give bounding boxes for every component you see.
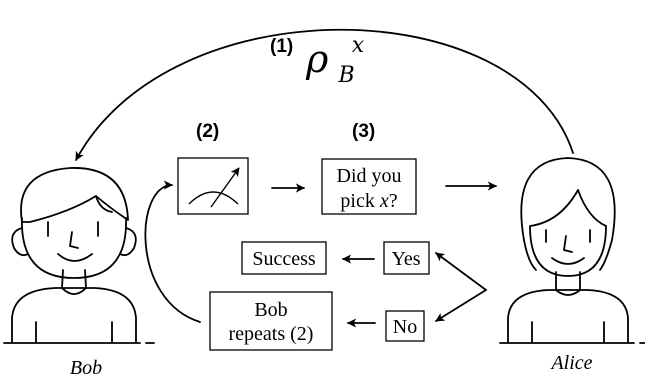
no-label: No (393, 316, 417, 338)
repeat-line1: Bob (254, 299, 287, 321)
yes-box: Yes (383, 241, 430, 275)
success-box: Success (241, 241, 327, 275)
bob-avatar (3, 167, 155, 344)
state-sup: x (352, 33, 365, 58)
repeat-line2: repeats (2) (229, 323, 314, 345)
alice-avatar (499, 157, 645, 344)
success-label: Success (252, 248, 316, 270)
yes-label: Yes (391, 248, 420, 270)
step3-label: (3) (352, 121, 375, 142)
arrow-alice-to-yes (435, 252, 487, 291)
state-sub: B (337, 63, 354, 88)
question-line2: pick x? (340, 190, 397, 212)
alice-name: Alice (549, 352, 592, 374)
question-line1: Did you (337, 165, 402, 187)
arrow-alice-to-bob-state (75, 28, 574, 161)
arrow-alice-to-no (435, 289, 487, 322)
repeat-box: Bob repeats (2) (209, 291, 333, 351)
state-symbol: ρ B x (305, 33, 367, 91)
arrow-repeat-loop (144, 180, 201, 323)
step1-label: (1) (270, 36, 293, 57)
no-box: No (385, 310, 425, 342)
bob-name: Bob (70, 357, 102, 379)
step2-label: (2) (196, 121, 219, 142)
measurement-icon (177, 157, 249, 215)
question-box: Did you pick x? (321, 158, 417, 215)
